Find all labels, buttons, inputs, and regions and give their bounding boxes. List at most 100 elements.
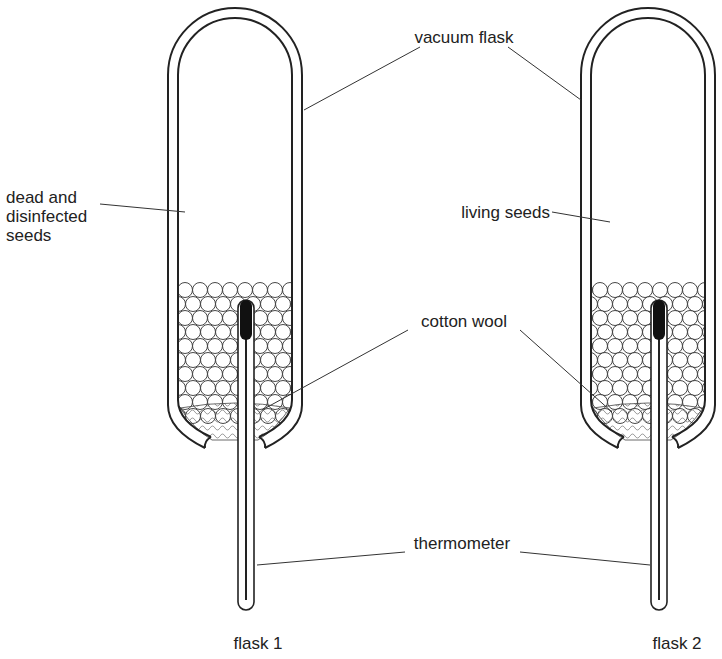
seed xyxy=(186,297,201,312)
part-label: dead and disinfected seeds xyxy=(6,188,118,245)
seed xyxy=(613,297,628,312)
seed xyxy=(163,367,178,382)
seed xyxy=(201,381,216,396)
seed xyxy=(668,311,683,326)
seed xyxy=(593,283,608,298)
seed xyxy=(688,353,703,368)
seed xyxy=(223,283,238,298)
seed xyxy=(201,325,216,340)
part-label: vacuum flask xyxy=(414,28,513,47)
seed xyxy=(673,325,688,340)
seed xyxy=(688,297,703,312)
seed xyxy=(186,353,201,368)
seed xyxy=(208,283,223,298)
seed xyxy=(268,283,283,298)
cotton-wool xyxy=(593,403,703,440)
seed xyxy=(628,353,643,368)
seed xyxy=(223,311,238,326)
seed xyxy=(178,339,193,354)
seed xyxy=(223,339,238,354)
seed xyxy=(593,311,608,326)
seed xyxy=(238,283,253,298)
seed xyxy=(668,339,683,354)
seed xyxy=(178,311,193,326)
seed xyxy=(608,367,623,382)
seed xyxy=(201,297,216,312)
seed xyxy=(668,283,683,298)
seed xyxy=(193,283,208,298)
seed xyxy=(683,367,698,382)
seed xyxy=(223,367,238,382)
seed xyxy=(193,367,208,382)
seed xyxy=(653,283,668,298)
thermometer-symbol xyxy=(238,300,667,610)
seed xyxy=(623,339,638,354)
seed xyxy=(613,381,628,396)
seed xyxy=(283,311,298,326)
seed xyxy=(598,297,613,312)
seed xyxy=(598,325,613,340)
seed xyxy=(163,311,178,326)
seed xyxy=(253,283,268,298)
seed xyxy=(208,311,223,326)
seed xyxy=(608,283,623,298)
seed xyxy=(673,353,688,368)
seed xyxy=(216,297,231,312)
seed xyxy=(268,311,283,326)
seed xyxy=(608,311,623,326)
seed xyxy=(216,381,231,396)
seed xyxy=(216,325,231,340)
seed xyxy=(593,339,608,354)
seed xyxy=(261,353,276,368)
seed xyxy=(638,283,653,298)
seed xyxy=(261,381,276,396)
seed xyxy=(276,381,291,396)
seed xyxy=(283,283,298,298)
seed xyxy=(178,367,193,382)
seed xyxy=(261,325,276,340)
seed xyxy=(688,381,703,396)
part-label: thermometer xyxy=(414,534,510,553)
seed xyxy=(216,353,231,368)
seed xyxy=(623,367,638,382)
leader-lines xyxy=(100,47,650,565)
seed xyxy=(598,353,613,368)
seed xyxy=(668,367,683,382)
seed xyxy=(276,325,291,340)
seed xyxy=(276,353,291,368)
seed xyxy=(598,381,613,396)
cotton-wool xyxy=(180,403,290,440)
seed xyxy=(186,325,201,340)
seed xyxy=(193,339,208,354)
seed xyxy=(593,367,608,382)
seed xyxy=(628,325,643,340)
seed xyxy=(163,395,178,410)
seed xyxy=(193,311,208,326)
seed xyxy=(283,339,298,354)
seed xyxy=(613,353,628,368)
seed xyxy=(628,381,643,396)
seed xyxy=(673,297,688,312)
seed xyxy=(186,381,201,396)
seed xyxy=(163,339,178,354)
seed xyxy=(178,283,193,298)
seed xyxy=(268,367,283,382)
seed xyxy=(208,339,223,354)
seed xyxy=(201,353,216,368)
seed xyxy=(683,283,698,298)
seed xyxy=(688,325,703,340)
seed xyxy=(613,325,628,340)
seed xyxy=(683,311,698,326)
seed xyxy=(276,297,291,312)
seed xyxy=(261,297,276,312)
seed xyxy=(673,381,688,396)
part-label: flask 1 xyxy=(233,634,282,653)
seed xyxy=(623,283,638,298)
seed xyxy=(268,339,283,354)
part-label: flask 2 xyxy=(652,634,701,653)
seed xyxy=(283,367,298,382)
part-label: cotton wool xyxy=(421,312,507,331)
seed xyxy=(628,297,643,312)
